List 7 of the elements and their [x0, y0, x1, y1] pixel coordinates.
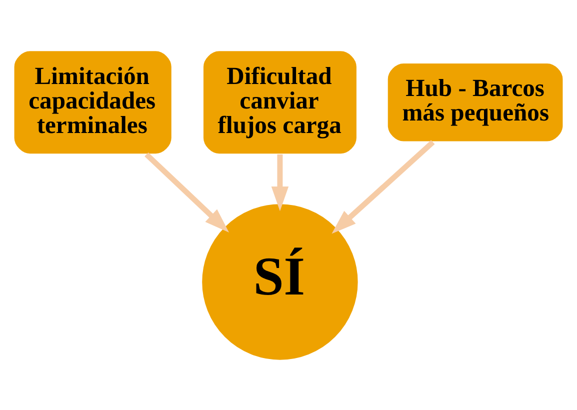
arrow [144, 152, 230, 232]
arrow [271, 154, 289, 211]
node-circle: SÍ [200, 202, 360, 361]
node-box: Hub - Barcos más pequeños [386, 62, 564, 142]
node-box: Limitación capacidades terminales [12, 49, 173, 154]
node-box: Dificultad canviar flujos carga [202, 49, 358, 154]
arrow [332, 140, 435, 234]
